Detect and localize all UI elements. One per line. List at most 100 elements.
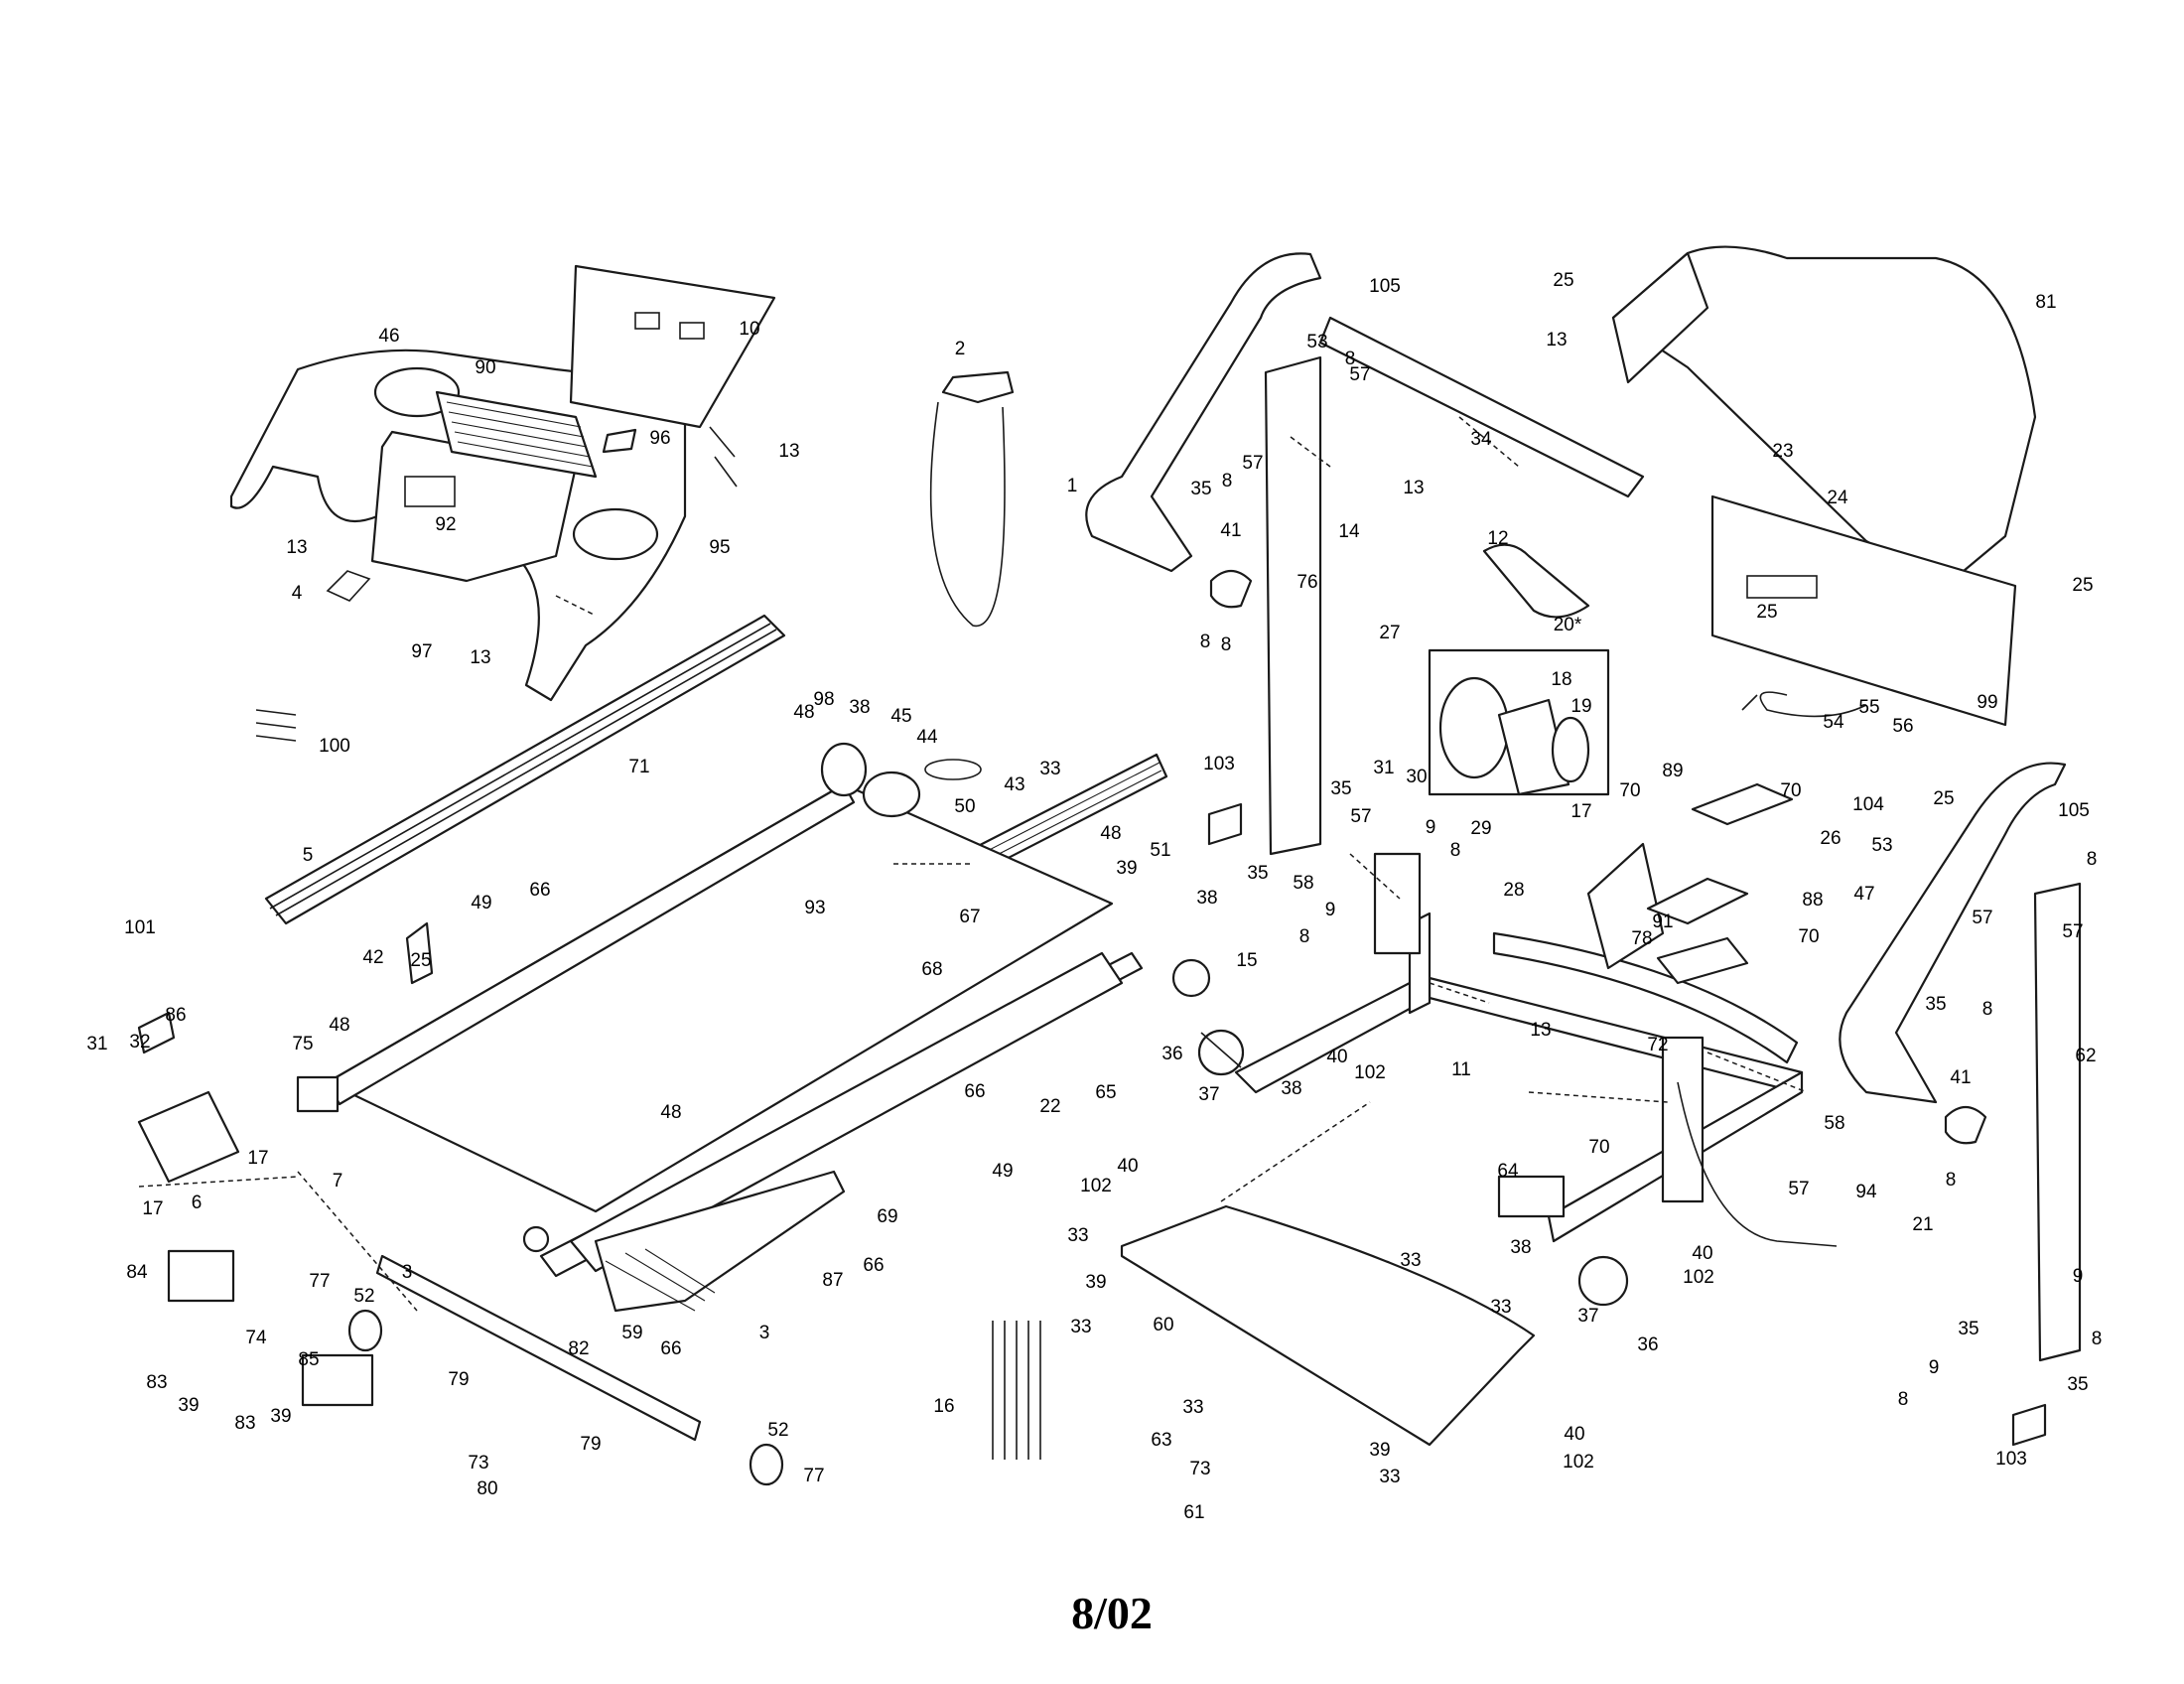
console-display	[404, 476, 456, 507]
part-label-70b: 70	[1780, 780, 1801, 801]
part-label-99: 99	[1977, 692, 1997, 713]
part-label-35f: 35	[2067, 1374, 2088, 1395]
part-label-16: 16	[933, 1396, 954, 1417]
part-label-52b: 52	[767, 1420, 788, 1441]
controller-board-88	[1646, 877, 1749, 925]
part-label-8a: 8	[1222, 471, 1233, 491]
part-label-66a: 66	[529, 880, 550, 901]
upright-assembly	[1085, 252, 2082, 1362]
part-label-77a: 77	[309, 1271, 330, 1292]
part-label-33a: 33	[1039, 759, 1060, 779]
part-label-27: 27	[1379, 623, 1400, 643]
motor-assembly	[1428, 543, 1610, 796]
part-label-52a: 52	[353, 1286, 374, 1307]
part-label-8g: 8	[2087, 849, 2098, 870]
part-label-15: 15	[1236, 950, 1257, 971]
part-label-81: 81	[2035, 292, 2056, 313]
part-label-55: 55	[1858, 697, 1879, 718]
pulley-98	[820, 742, 868, 797]
clip-103b	[2011, 1403, 2047, 1447]
part-label-13d: 13	[1546, 330, 1567, 351]
part-label-63: 63	[1151, 1430, 1171, 1451]
part-label-58b: 58	[1824, 1113, 1844, 1134]
part-label-70a: 70	[1619, 780, 1640, 801]
part-label-57b: 57	[1242, 453, 1263, 474]
part-label-8e: 8	[1450, 840, 1461, 861]
part-label-70d: 70	[1588, 1137, 1609, 1158]
pulley-50	[862, 771, 921, 818]
part-label-61: 61	[1183, 1502, 1204, 1523]
part-label-17c: 17	[1570, 801, 1591, 822]
part-label-33e: 33	[1490, 1297, 1511, 1318]
part-label-58a: 58	[1293, 873, 1313, 894]
part-label-68: 68	[921, 959, 942, 980]
bolt-36	[1200, 1032, 1242, 1068]
part-label-10: 10	[739, 319, 759, 340]
part-label-35c: 35	[1247, 863, 1268, 884]
part-label-102d: 102	[1563, 1452, 1594, 1473]
left-cup-holder	[373, 366, 461, 418]
front-wheel-37	[1197, 1029, 1245, 1076]
part-label-13c: 13	[470, 647, 490, 668]
part-label-32: 32	[129, 1032, 150, 1052]
left-rail	[264, 614, 786, 925]
hood-assembly	[1611, 245, 2037, 727]
part-label-71: 71	[628, 757, 649, 777]
part-label-54: 54	[1823, 712, 1844, 733]
part-label-57e: 57	[2062, 921, 2083, 942]
part-label-39e: 39	[1369, 1440, 1390, 1461]
console-overlay	[569, 264, 776, 429]
part-label-38d: 38	[1510, 1237, 1531, 1258]
base-plate-60	[1120, 1204, 1536, 1447]
part-labels: 1233456788888888888999910111213131313131…	[86, 270, 2102, 1523]
part-label-104: 104	[1852, 794, 1884, 815]
right-handrail-47	[1839, 762, 2067, 1104]
part-label-65: 65	[1095, 1082, 1116, 1103]
controller-assembly	[1497, 782, 1794, 1218]
part-label-33c: 33	[1400, 1250, 1421, 1271]
part-label-14: 14	[1338, 521, 1360, 542]
part-label-4: 4	[292, 583, 303, 604]
pad-59-hatch	[605, 1248, 716, 1312]
part-label-34: 34	[1470, 429, 1492, 450]
part-label-86: 86	[165, 1005, 186, 1026]
part-label-93: 93	[804, 898, 825, 918]
hood-23	[1611, 245, 2037, 588]
part-label-33f: 33	[1182, 1397, 1203, 1418]
part-label-17a: 17	[247, 1148, 268, 1169]
part-label-101: 101	[124, 917, 156, 938]
part-label-94: 94	[1855, 1182, 1877, 1202]
part-label-97: 97	[411, 641, 432, 662]
part-label-47: 47	[1853, 884, 1874, 905]
part-label-25e: 25	[1933, 788, 1954, 809]
wheel-52b	[749, 1443, 784, 1486]
part-label-11: 11	[1451, 1059, 1471, 1080]
part-label-43: 43	[1004, 774, 1024, 795]
part-label-69: 69	[877, 1206, 897, 1227]
crossbar-34	[1318, 316, 1645, 498]
grille-lines	[446, 401, 594, 468]
part-label-83a: 83	[146, 1372, 167, 1393]
part-label-8i: 8	[1946, 1170, 1957, 1191]
part-label-33d: 33	[1070, 1317, 1091, 1337]
part-label-35a: 35	[1190, 479, 1211, 499]
end-cap-41b	[1944, 1105, 1987, 1145]
part-label-48d: 48	[660, 1102, 681, 1123]
part-label-19: 19	[1570, 696, 1591, 717]
part-label-9d: 9	[1929, 1357, 1940, 1378]
part-label-51: 51	[1150, 840, 1170, 861]
left-small-parts	[137, 709, 1242, 1486]
part-label-57c: 57	[1350, 806, 1371, 827]
part-label-50: 50	[954, 796, 975, 817]
part-label-40b: 40	[1117, 1156, 1138, 1177]
motor-pulley	[820, 742, 982, 818]
belt-12	[1482, 543, 1590, 619]
deck-board	[569, 951, 1124, 1273]
part-label-7: 7	[333, 1171, 343, 1192]
part-label-89: 89	[1662, 761, 1683, 781]
part-label-24: 24	[1827, 488, 1848, 508]
motor-body-19	[1497, 698, 1570, 796]
part-label-40c: 40	[1692, 1243, 1712, 1264]
shield-label	[1746, 575, 1818, 599]
